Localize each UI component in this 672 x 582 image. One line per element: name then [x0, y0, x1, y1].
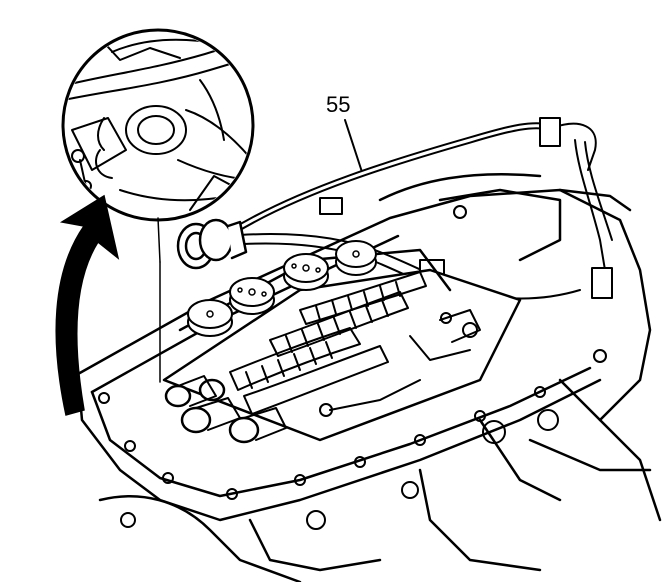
wiring-harness — [228, 117, 613, 303]
magnified-detail-view — [61, 28, 255, 222]
callout-55-label: 55 — [326, 92, 350, 117]
detail-leader-line — [157, 217, 161, 263]
transmission-case — [76, 173, 662, 582]
valve-body — [162, 240, 522, 444]
case-bolts — [98, 205, 607, 530]
harness-connector — [176, 218, 248, 270]
callout-55-leader — [344, 119, 363, 173]
detail-arrow-icon — [55, 194, 120, 416]
